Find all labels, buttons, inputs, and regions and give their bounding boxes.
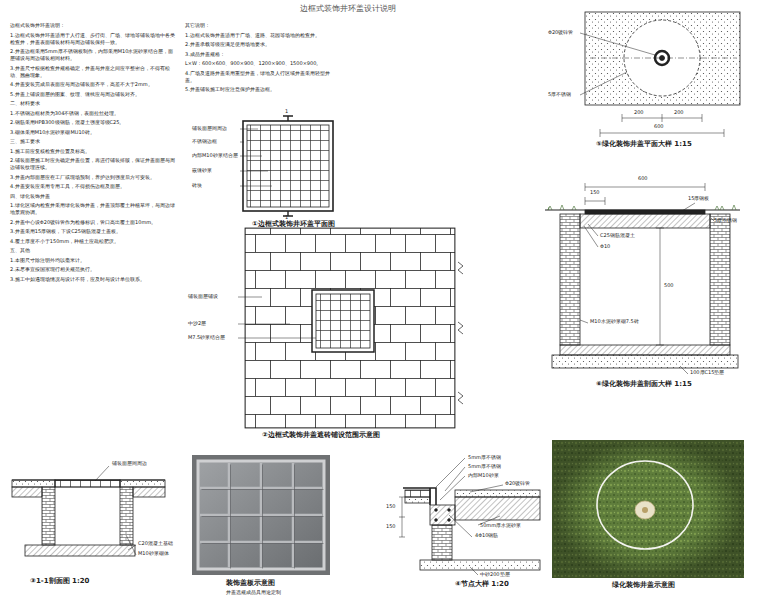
sheet-title: 边框式装饰井环盖设计说明: [300, 3, 396, 14]
design-note: 1.不锈钢边框材质为304不锈钢，表面拉丝处理。: [10, 110, 178, 117]
annotation: C20混凝土基础: [138, 541, 173, 547]
design-note: 3.井盖采用15厚钢板，下设C25钢筋混凝土盖板。: [10, 228, 178, 235]
annotation: 1: [285, 215, 288, 221]
design-note: 2.钢筋采用HPB300级钢筋，混凝土强度等级C25。: [10, 119, 178, 126]
design-note: 3.砌体采用M10水泥砂浆砌MU10砖。: [10, 129, 178, 136]
design-note: 2.未尽事宜按国家现行相关规范执行。: [10, 266, 178, 273]
annotation: M7.5砂浆结合层: [188, 335, 225, 341]
figure-caption: ⑤绿化装饰井盖平面大样 1:15: [596, 140, 692, 148]
design-note: 五、其他: [10, 247, 178, 254]
design-note: 3.井盖尺寸根据检查井规格确定，井盖与井座之间应平整密合，不得有松动、翘曲现象。: [10, 65, 178, 79]
annotation: 中沙2层: [188, 321, 206, 327]
design-note: 1.边框式装饰井环盖适用于人行道、步行街、广场、绿地等铺装场地中各类检查井，井盖…: [10, 32, 178, 46]
design-note: 3.施工中如遇现场情况与设计不符，应及时与设计单位联系。: [10, 276, 178, 283]
annotation: 井盖选规成品具用途定制: [226, 590, 281, 596]
design-note: 5.井盖上铺设面层的图案、纹理、缝线应与周边铺装对齐。: [10, 91, 178, 98]
annotation: C25钢筋混凝土: [600, 233, 635, 239]
design-note: 4.井盖安装完成后表面应与周边铺装面齐平，高差不大于2mm。: [10, 81, 178, 88]
annotation: 铺装面层同周边: [112, 461, 147, 467]
annotation: 150: [386, 504, 396, 510]
annotation: 600: [638, 176, 648, 182]
annotation: 15厚钢板: [688, 196, 709, 202]
design-note: 其它说明：: [185, 22, 330, 29]
design-note: 4.覆土厚度不小于150mm，种植土应疏松肥沃。: [10, 238, 178, 245]
figure-caption: ③1-1剖面图 1:20: [30, 577, 89, 585]
annotation: 1: [285, 109, 288, 115]
annotation: 600: [654, 124, 664, 130]
design-note: 3.成品井盖规格：: [185, 51, 330, 58]
annotation: 铺装面层铺设: [188, 294, 218, 300]
annotation: 150: [386, 524, 396, 530]
design-note: L×W：600×600、900×900、1200×900、1500×900。: [185, 60, 330, 67]
annotation: 200: [634, 110, 644, 116]
design-note: 2.井盖中心设Φ20镀锌管作为检修标识，管口高出覆土面10mm。: [10, 219, 178, 226]
annotation: Φ20镀锌管: [548, 30, 573, 36]
annotation: 内部M10砂浆: [468, 473, 499, 479]
design-note: 1.施工前应复核检查井位置及标高。: [10, 148, 178, 155]
figure-caption: 绿化装饰井盖示意图: [612, 581, 675, 589]
figure-caption: 装饰盖板示意图: [226, 579, 275, 587]
notes-column: 其它说明： 1.边框式装饰井盖适用于广场、道路、花园等场地的检查井。 2.井盖承载等…: [185, 22, 330, 96]
design-note: 二、材料要求: [10, 100, 178, 107]
figure-caption: ④节点大样 1:20: [455, 580, 509, 588]
figure-caption: ①边框式装饰井环盖平面图: [252, 220, 335, 228]
annotation: M10水泥砂浆砌7.5砖: [590, 319, 639, 325]
annotation: 5厚不锈钢: [548, 92, 571, 98]
design-note: 2.铺装面层施工时应先确定井盖位置，再进行铺装排版，保证井盖面层与周边铺装纹理连…: [10, 157, 178, 171]
design-note: 边框式装饰井环盖说明：: [10, 22, 178, 29]
annotation: 100厚C15垫层: [690, 370, 724, 376]
design-note: 四、绿化装饰井盖: [10, 193, 178, 200]
annotation: Φ20镀锌管: [505, 481, 530, 487]
notes-column: 边框式装饰井环盖说明： 1.边框式装饰井环盖适用于人行道、步行街、广场、绿地等铺装…: [10, 22, 178, 285]
design-note: 3.井盖内部面层应在工厂或现场预制，养护达到强度后方可安装。: [10, 174, 178, 181]
annotation: 中砂200垫层: [480, 572, 510, 578]
design-note: 三、施工要求: [10, 138, 178, 145]
annotation: 200: [674, 110, 684, 116]
annotation: 5mm厚不锈钢: [468, 455, 501, 461]
design-note: 4.广场及道路井盖采用重型井盖，绿地及人行区域井盖采用轻型井盖。: [185, 70, 330, 84]
design-note: 4.井盖安装应采用专用工具，不得损伤边框及面层。: [10, 183, 178, 190]
annotation: 铺装面层同周边: [192, 126, 227, 132]
annotation: M10砂浆砌体: [138, 551, 169, 557]
design-note: 2.井盖承载等级应满足使用场地要求。: [185, 41, 330, 48]
design-note: 2.井盖边框采用5mm厚不锈钢板制作，内部采用M10水泥砂浆结合层，面层铺设与周…: [10, 48, 178, 62]
annotation: 砖块: [192, 183, 202, 189]
annotation: 嵌缝砂浆: [192, 168, 212, 174]
annotation: 500: [664, 283, 674, 289]
annotation: 150: [590, 190, 600, 196]
annotation: 50mm厚水泥砂浆: [480, 523, 521, 529]
annotation: 内部M10砂浆结合层: [192, 153, 238, 159]
design-note: 1.本图尺寸除注明外均以毫米计。: [10, 257, 178, 264]
annotation: 不锈钢边框: [192, 139, 217, 145]
annotation: 4Φ10钢筋: [475, 533, 498, 539]
design-note: 1.绿化区域内检查井采用绿化装饰井盖，井盖顶部覆土种植草坪，与周边绿地景观协调。: [10, 202, 178, 216]
design-note: 1.边框式装饰井盖适用于广场、道路、花园等场地的检查井。: [185, 32, 330, 39]
annotation: 5mm厚不锈钢: [468, 464, 501, 470]
figure-caption: ⑥绿化装饰井盖剖面大样 1:15: [596, 380, 692, 388]
annotation: 5厚不锈钢: [714, 218, 737, 224]
figure-caption: ②边框式装饰井盖遮砖铺设范围示意图: [262, 431, 380, 439]
design-note: 5.井盖铺装施工时应注意保护井盖边框。: [185, 86, 330, 93]
annotation: Φ10: [600, 244, 610, 250]
